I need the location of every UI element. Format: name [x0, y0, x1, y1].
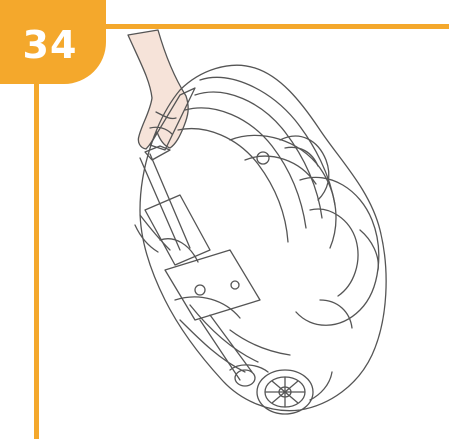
wheel-icon [257, 370, 313, 414]
